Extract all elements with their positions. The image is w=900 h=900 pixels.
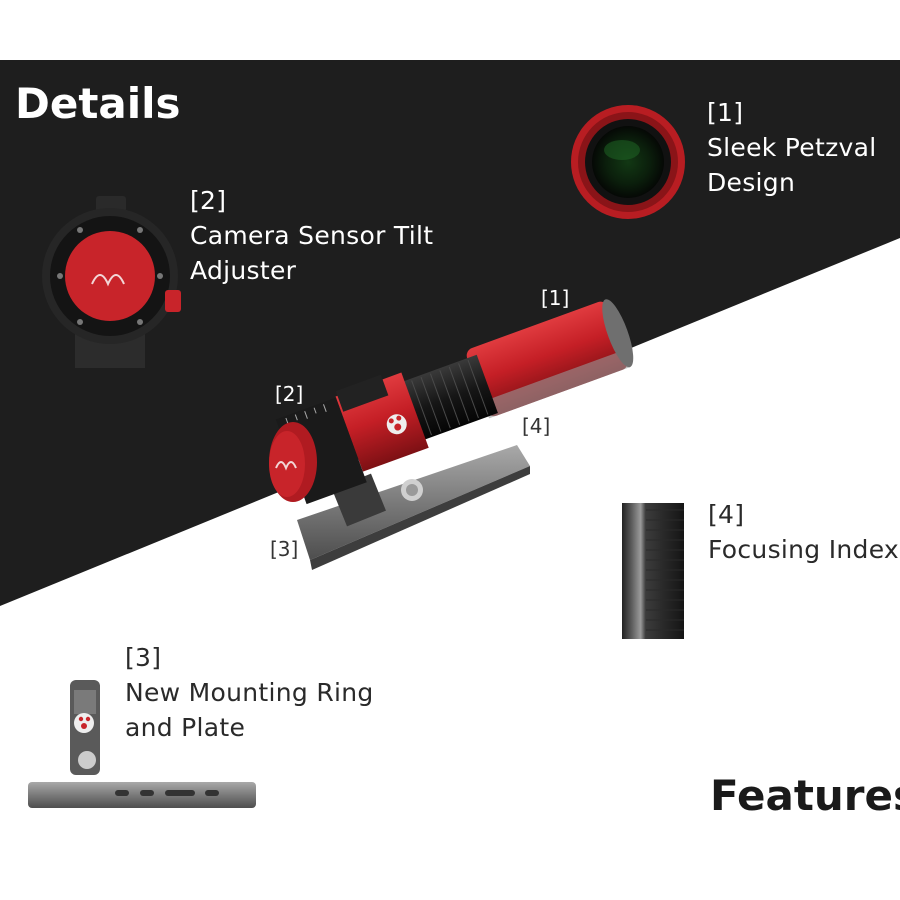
telescope-image <box>269 299 634 505</box>
callout-3: [3] <box>270 537 299 561</box>
callout-4: [4] <box>522 414 551 438</box>
focusing-index-image <box>622 503 684 639</box>
mounting-ring-plate-image <box>28 680 256 808</box>
feature-number: [2] <box>190 186 227 215</box>
feature-number: [1] <box>707 98 744 127</box>
page-heading: Details <box>15 79 181 128</box>
dark-background-band <box>0 60 900 606</box>
feature-number: [4] <box>708 500 745 529</box>
callout-1: [1] <box>541 286 570 310</box>
features-heading: Features <box>710 771 900 820</box>
callout-2: [2] <box>275 382 304 406</box>
feature-text-line: Adjuster <box>190 256 297 285</box>
feature-number: [3] <box>125 643 162 672</box>
feature-text-line: Sleek Petzval <box>707 133 877 162</box>
tilt-adjuster-image <box>42 196 181 368</box>
feature-text-line: Focusing Index <box>708 535 900 564</box>
feature-label-3: [3] New Mounting Ring and Plate <box>125 640 374 745</box>
feature-text-line: Camera Sensor Tilt <box>190 221 434 250</box>
feature-label-1: [1] Sleek Petzval Design <box>707 95 876 200</box>
feature-text-line: Design <box>707 168 796 197</box>
feature-text-line: New Mounting Ring <box>125 678 374 707</box>
feature-text-line: and Plate <box>125 713 246 742</box>
feature-label-4: [4] Focusing Index <box>708 497 899 567</box>
feature-label-2: [2] Camera Sensor Tilt Adjuster <box>190 183 433 288</box>
lens-front-image <box>571 105 685 219</box>
telescope-mounting-plate <box>297 445 530 570</box>
